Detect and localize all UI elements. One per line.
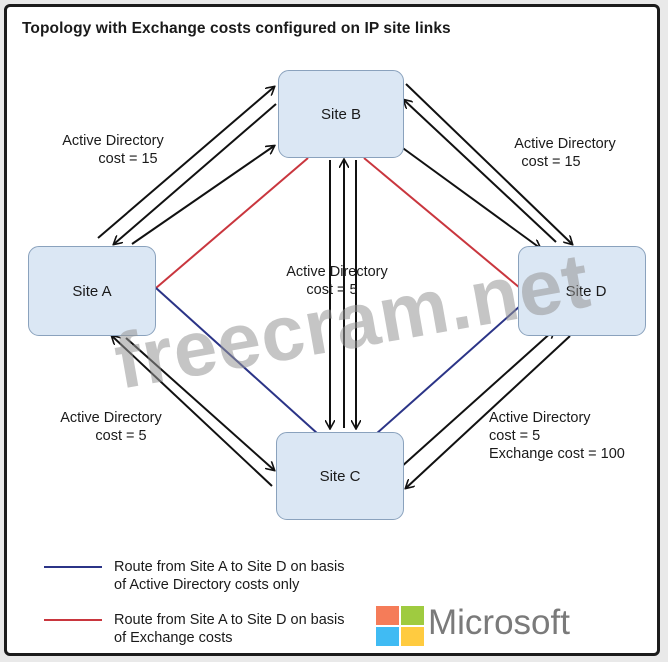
link-ab-label: Active Directory cost = 15 — [46, 132, 180, 168]
ms-logo-green-square — [401, 606, 424, 625]
legend-ad-route-line2: of Active Directory costs only — [114, 577, 300, 593]
legend-exchange-route-swatch — [44, 619, 102, 621]
site-c-label: Site C — [319, 467, 361, 485]
arrow-b-to-a — [114, 103, 277, 244]
link-bd-line1: Active Directory — [514, 136, 616, 152]
arrow-c-to-d — [399, 330, 554, 469]
site-a-node: Site A — [28, 246, 156, 336]
arrow-d-to-c — [406, 335, 571, 488]
arrow-a-to-b-inner — [131, 146, 274, 245]
microsoft-wordmark: Microsoft — [428, 603, 570, 642]
link-ac-line2: cost = 5 — [95, 428, 147, 444]
site-d-node: Site D — [518, 246, 646, 336]
diagram-title: Topology with Exchange costs configured … — [22, 20, 451, 37]
link-ab-line2: cost = 15 — [98, 151, 158, 167]
link-cd-line2: cost = 5 — [489, 428, 541, 444]
ms-logo-blue-square — [376, 627, 399, 646]
arrow-d-to-b — [404, 100, 557, 243]
exchange-route-ab — [155, 157, 309, 289]
site-c-node: Site C — [276, 432, 404, 520]
ad-route-ac — [155, 287, 319, 435]
link-bc-line2: cost = 5 — [306, 282, 358, 298]
exchange-route-bd — [363, 157, 521, 289]
legend-exchange-route-line2: of Exchange costs — [114, 630, 233, 646]
site-a-label: Site A — [72, 282, 112, 300]
legend-ad-route-line1: Route from Site A to Site D on basis — [114, 559, 345, 575]
link-cd-label: Active Directory cost = 5 Exchange cost … — [489, 409, 625, 463]
legend-exchange-route-line1: Route from Site A to Site D on basis — [114, 612, 345, 628]
link-cd-line3: Exchange cost = 100 — [489, 446, 625, 462]
legend-exchange-route-text: Route from Site A to Site D on basis of … — [114, 611, 345, 647]
legend-ad-route-text: Route from Site A to Site D on basis of … — [114, 558, 345, 594]
link-bc-line1: Active Directory — [286, 264, 388, 280]
arrow-b-to-d-inner — [399, 145, 540, 248]
link-bd-label: Active Directory cost = 15 — [498, 135, 632, 171]
site-b-label: Site B — [320, 105, 362, 123]
arrow-c-to-a — [112, 336, 273, 487]
arrow-a-to-c — [125, 337, 274, 470]
link-bc-label: Active Directory cost = 5 — [270, 263, 404, 299]
ad-route-cd — [375, 305, 521, 435]
link-ac-label: Active Directory cost = 5 — [44, 409, 178, 445]
arrow-b-to-d — [405, 83, 572, 244]
arrow-a-to-b — [97, 87, 274, 239]
microsoft-logo-icon — [376, 606, 424, 646]
legend-ad-route-swatch — [44, 566, 102, 568]
ms-logo-red-square — [376, 606, 399, 625]
ms-logo-yellow-square — [401, 627, 424, 646]
site-b-node: Site B — [278, 70, 404, 158]
link-ab-line1: Active Directory — [62, 133, 164, 149]
link-ac-line1: Active Directory — [60, 410, 162, 426]
site-d-label: Site D — [565, 282, 607, 300]
link-cd-line1: Active Directory — [489, 410, 591, 426]
link-bd-line2: cost = 15 — [521, 154, 581, 170]
